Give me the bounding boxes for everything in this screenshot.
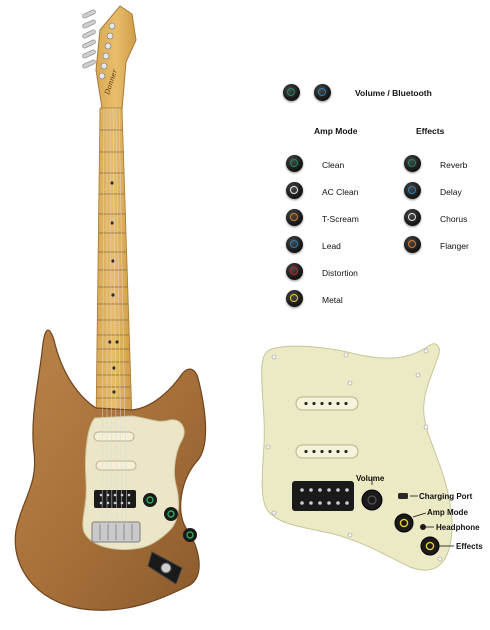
blue-ring-icon xyxy=(290,240,298,248)
callout-headphone: Headphone xyxy=(436,523,480,532)
guitar-body xyxy=(14,107,207,611)
callout-charging-port: Charging Port xyxy=(419,492,473,501)
volume-bluetooth-label: Volume / Bluetooth xyxy=(355,88,432,98)
effect-delay-knob xyxy=(404,182,421,199)
green-ring-icon xyxy=(287,88,295,96)
blue-ring-icon xyxy=(408,186,416,194)
amp-lead-knob xyxy=(286,236,303,253)
amp-metal-label: Metal xyxy=(322,295,343,305)
amp-ac-clean-knob xyxy=(286,182,303,199)
amp-ac-clean-label: AC Clean xyxy=(322,187,359,197)
callout-effects: Effects xyxy=(456,542,483,551)
green-ring-icon xyxy=(408,159,416,167)
amp-clean-label: Clean xyxy=(322,160,345,170)
yellow-ring-icon xyxy=(290,294,298,302)
orange-ring-icon xyxy=(408,240,416,248)
orange-ring-icon xyxy=(290,213,298,221)
pickguard-illustration xyxy=(261,343,454,571)
effect-reverb-label: Reverb xyxy=(440,160,468,170)
amp-clean-knob xyxy=(286,155,303,172)
amp-mode-title: Amp Mode xyxy=(314,126,358,136)
red-ring-icon xyxy=(290,267,298,275)
guitar-illustration xyxy=(14,5,207,611)
white-ring-icon xyxy=(290,186,298,194)
effect-chorus-knob xyxy=(404,209,421,226)
volume-knob-green xyxy=(283,84,300,101)
headstock xyxy=(82,5,137,111)
effects-title: Effects xyxy=(416,126,445,136)
effect-chorus-label: Chorus xyxy=(440,214,468,224)
blue-ring-icon xyxy=(318,88,326,96)
volume-knob-blue xyxy=(314,84,331,101)
green-ring-icon xyxy=(290,159,298,167)
callout-amp-mode: Amp Mode xyxy=(427,508,468,517)
amp-lead-label: Lead xyxy=(322,241,341,251)
amp-distortion-knob xyxy=(286,263,303,280)
amp-distortion-label: Distortion xyxy=(322,268,358,278)
amp-metal-knob xyxy=(286,290,303,307)
effect-delay-label: Delay xyxy=(440,187,462,197)
callout-volume: Volume xyxy=(356,474,385,483)
neck xyxy=(95,107,133,421)
amp-t-scream-label: T-Scream xyxy=(322,214,359,224)
effect-flanger-label: Flanger xyxy=(440,241,469,251)
effect-flanger-knob xyxy=(404,236,421,253)
white-ring-icon xyxy=(408,213,416,221)
effect-reverb-knob xyxy=(404,155,421,172)
amp-t-scream-knob xyxy=(286,209,303,226)
